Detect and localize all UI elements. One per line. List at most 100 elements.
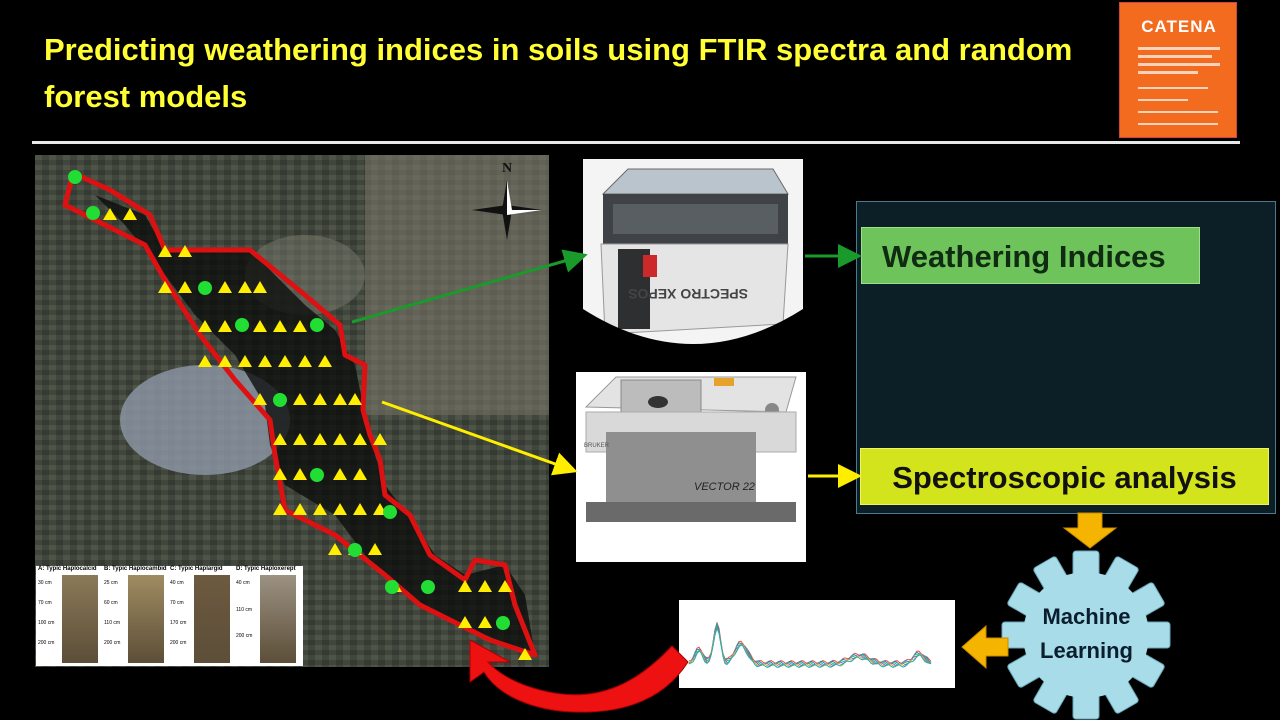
sample-triangle-marker — [178, 245, 192, 257]
sample-triangle-marker — [258, 355, 272, 367]
sample-triangle-marker — [353, 468, 367, 480]
xrf-instrument-photo: SPECTRO XEPOS — [583, 159, 803, 348]
depth-label: 170 cm — [170, 620, 187, 626]
soil-profiles-panel: A: Typic Haplocalcid 30 cm 70 cm 100 cm 200 … — [36, 566, 303, 666]
soil-profile-header: B: Typic Haplocambid — [104, 566, 167, 572]
sample-triangle-marker — [158, 245, 172, 257]
sample-triangle-marker — [218, 281, 232, 293]
sample-triangle-marker — [238, 355, 252, 367]
sample-triangle-marker — [333, 393, 347, 405]
sample-triangle-marker — [198, 320, 212, 332]
sample-triangle-marker — [298, 355, 312, 367]
soil-profile-image — [260, 575, 296, 663]
sample-circle-marker — [86, 206, 100, 220]
sample-triangle-marker — [273, 503, 287, 515]
depth-label: 110 cm — [236, 606, 253, 613]
sample-triangle-marker — [253, 281, 267, 293]
soil-profile-header: D: Typic Haploxerept — [236, 566, 296, 572]
journal-cover: CATENA — [1119, 2, 1237, 138]
depth-label: 70 cm — [170, 600, 184, 606]
sample-triangle-marker — [498, 580, 512, 592]
sample-triangle-marker — [103, 208, 117, 220]
sample-triangle-marker — [218, 355, 232, 367]
sample-triangle-marker — [273, 433, 287, 445]
north-label: N — [502, 161, 512, 176]
sample-triangle-marker — [253, 393, 267, 405]
sample-circle-marker — [198, 281, 212, 295]
sample-triangle-marker — [293, 393, 307, 405]
soil-profile-image — [128, 575, 164, 663]
sample-triangle-marker — [198, 355, 212, 367]
machine-learning-label: Machine Learning — [1020, 600, 1153, 668]
weathering-indices-box: Weathering Indices — [861, 227, 1200, 284]
sample-circle-marker — [310, 318, 324, 332]
sample-triangle-marker — [218, 320, 232, 332]
depth-label: 40 cm — [170, 580, 184, 586]
soil-profile-header: A: Typic Haplocalcid — [38, 566, 97, 572]
ftir-spectra-plot — [679, 600, 955, 688]
study-boundary — [62, 170, 538, 658]
sample-circle-marker — [385, 580, 399, 594]
sample-triangle-marker — [293, 433, 307, 445]
sample-triangle-marker — [368, 543, 382, 555]
title-divider — [32, 141, 1240, 144]
sample-triangle-marker — [253, 320, 267, 332]
sample-triangle-marker — [293, 503, 307, 515]
sample-triangle-marker — [273, 468, 287, 480]
sample-triangle-marker — [458, 616, 472, 628]
sample-triangle-marker — [293, 468, 307, 480]
ml-line-1: Machine — [1042, 604, 1131, 629]
depth-label: 110 cm — [104, 620, 121, 626]
xrf-brand-label: SPECTRO XEPOS — [628, 286, 748, 302]
page-title: Predicting weathering indices in soils u… — [44, 32, 1073, 114]
sample-triangle-marker — [333, 433, 347, 445]
sample-triangle-marker — [313, 503, 327, 515]
depth-label: 100 cm — [38, 620, 55, 626]
sample-circle-marker — [68, 170, 82, 184]
soil-profile-image — [62, 575, 98, 663]
ftir-instrument-photo: BRUKER VECTOR 22 — [576, 372, 806, 562]
sample-triangle-marker — [333, 468, 347, 480]
soil-profile: A: Typic Haplocalcid 30 cm 70 cm 100 cm 200 … — [38, 566, 100, 664]
depth-label: 40 cm — [236, 580, 250, 586]
depth-label: 200 cm — [236, 633, 253, 640]
soil-profile: D: Typic Haploxerept 40 cm 110 cm 200 cm — [236, 566, 298, 664]
sample-triangle-marker — [313, 433, 327, 445]
sample-triangle-marker — [293, 320, 307, 332]
soil-profile-image — [194, 575, 230, 663]
sample-triangle-marker — [478, 616, 492, 628]
depth-label: 70 cm — [38, 600, 52, 606]
depth-label: 200 cm — [170, 640, 187, 646]
sample-circle-marker — [310, 468, 324, 482]
sample-triangle-marker — [273, 320, 287, 332]
sample-triangle-marker — [478, 580, 492, 592]
sample-triangle-marker — [278, 355, 292, 367]
sample-triangle-marker — [348, 393, 362, 405]
spectrum-line — [689, 621, 932, 664]
down-arrow — [1062, 512, 1118, 549]
sample-triangle-marker — [333, 503, 347, 515]
depth-label: 200 cm — [38, 640, 55, 646]
depth-label: 60 cm — [104, 600, 118, 606]
sample-circle-marker — [496, 616, 510, 630]
sample-triangle-marker — [158, 281, 172, 293]
sample-triangle-marker — [353, 433, 367, 445]
study-area-map: N A: Typic Haplocalcid 30 cm 70 cm 100 cm 20… — [35, 155, 549, 667]
sample-triangle-marker — [328, 543, 342, 555]
sample-triangle-marker — [353, 503, 367, 515]
depth-label: 25 cm — [104, 580, 118, 586]
sample-circle-marker — [235, 318, 249, 332]
ml-line-2: Learning — [1040, 638, 1133, 663]
sample-triangle-marker — [318, 355, 332, 367]
journal-name: CATENA — [1141, 17, 1217, 36]
sample-triangle-marker — [238, 281, 252, 293]
sample-circle-marker — [421, 580, 435, 594]
ftir-model-label: VECTOR 22 — [694, 481, 755, 493]
sample-triangle-marker — [313, 393, 327, 405]
soil-profile-header: C: Typic Haplargid — [170, 566, 223, 572]
soil-profile: C: Typic Haplargid 40 cm 70 cm 170 cm 200 cm — [170, 566, 232, 664]
depth-label: 30 cm — [38, 580, 52, 586]
spectrum-line — [688, 627, 932, 668]
compass-icon: N — [472, 161, 542, 240]
